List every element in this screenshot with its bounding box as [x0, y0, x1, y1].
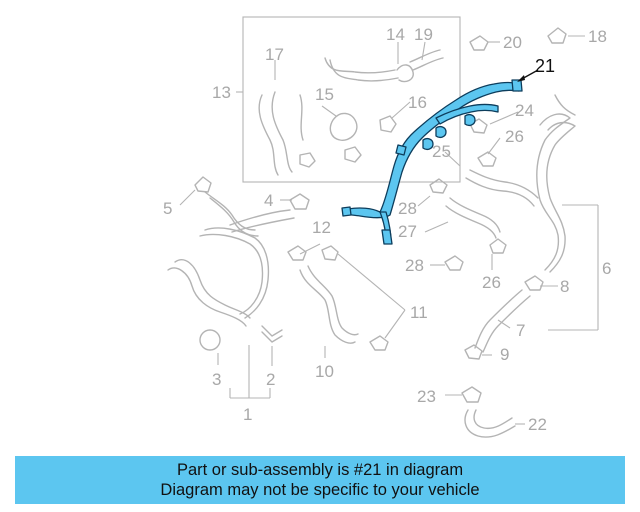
callout-13: 13: [212, 83, 231, 102]
callout-26b: 26: [482, 273, 501, 292]
callout-8: 8: [560, 277, 569, 296]
callout-21: 21: [535, 56, 555, 76]
callout-28b: 28: [405, 256, 424, 275]
callout-16: 16: [408, 93, 427, 112]
callout-17: 17: [265, 45, 284, 64]
callout-3: 3: [212, 370, 221, 389]
parts-diagram: 1 2 3 4 5 6 7 8 9 10 11 12 13 14 15 16 1…: [163, 16, 611, 438]
callout-10: 10: [315, 362, 334, 381]
banner-line-2: Diagram may not be specific to your vehi…: [160, 481, 480, 499]
clips-top-right: [429, 27, 567, 194]
callout-9: 9: [500, 345, 509, 364]
left-hoses: [167, 176, 389, 351]
callout-26: 26: [505, 127, 524, 146]
callout-20: 20: [503, 33, 522, 52]
info-banner: Part or sub-assembly is #21 in diagram D…: [15, 456, 625, 504]
callout-23: 23: [417, 387, 436, 406]
leaders: [179, 35, 585, 399]
callout-4: 4: [264, 191, 273, 210]
callout-22: 22: [528, 415, 547, 434]
callout-25: 25: [432, 142, 451, 161]
callout-19: 19: [414, 25, 433, 44]
callout-24: 24: [515, 101, 534, 120]
callout-5: 5: [163, 199, 172, 218]
hose-22: [461, 386, 516, 438]
callout-12: 12: [312, 218, 331, 237]
callout-2: 2: [266, 370, 275, 389]
part-21-water-pipe: [341, 79, 523, 245]
callout-18: 18: [588, 27, 607, 46]
right-hoses: [444, 94, 576, 360]
callout-27: 27: [398, 222, 417, 241]
inset-hoses: [258, 49, 444, 176]
callout-15: 15: [315, 85, 334, 104]
callout-14: 14: [386, 25, 405, 44]
callout-28a: 28: [398, 199, 417, 218]
callout-6: 6: [602, 259, 611, 278]
banner-line-1: Part or sub-assembly is #21 in diagram: [176, 461, 464, 479]
callout-1: 1: [243, 405, 252, 424]
callout-7: 7: [516, 321, 525, 340]
callout-11: 11: [410, 303, 428, 322]
